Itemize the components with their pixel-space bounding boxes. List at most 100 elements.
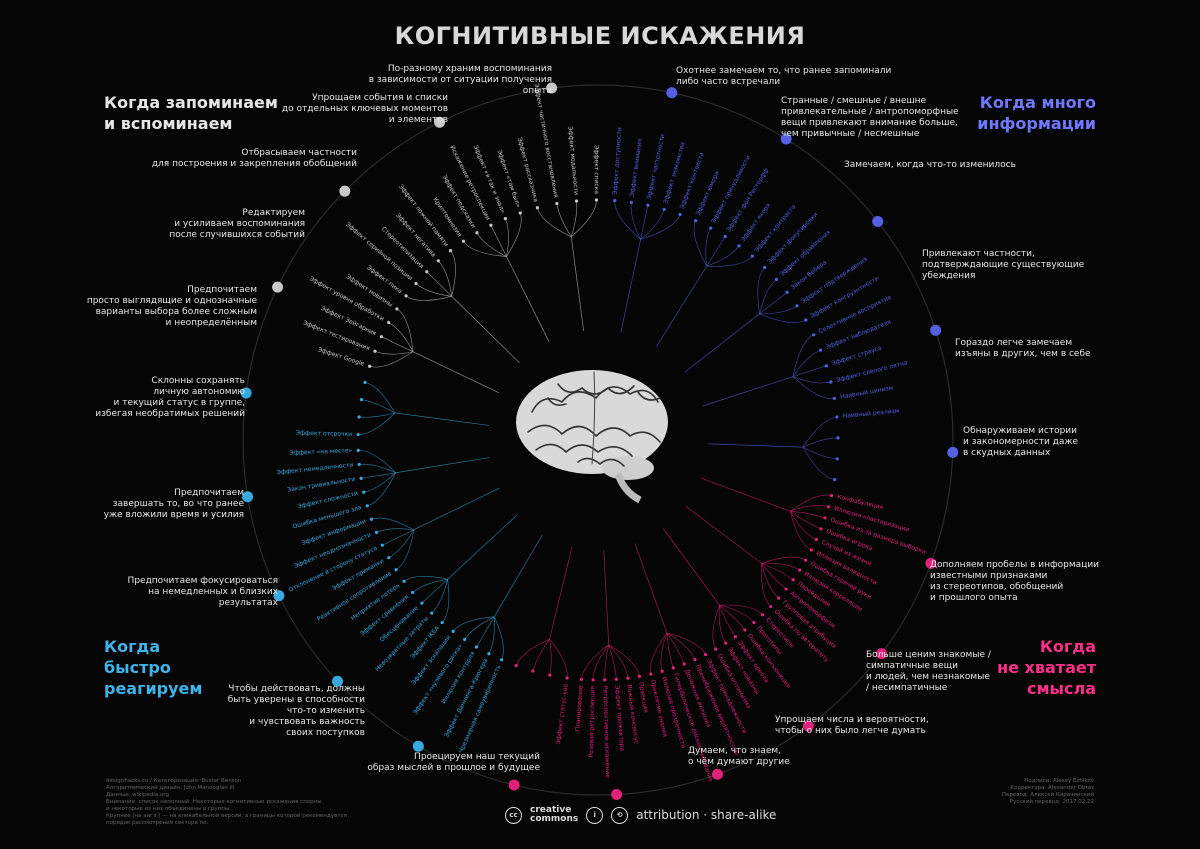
branch-spoke xyxy=(476,616,495,648)
group-dot-n2 xyxy=(339,185,351,197)
branch-spoke xyxy=(650,632,668,675)
branch-spoke xyxy=(395,529,415,570)
leaf-dot xyxy=(425,270,429,274)
branch-spoke xyxy=(476,232,507,257)
leaf-dot xyxy=(380,543,384,547)
leaf-dot xyxy=(760,613,765,617)
leaf-dot xyxy=(603,678,607,682)
branch-spoke xyxy=(493,616,504,660)
branch-spoke xyxy=(718,605,727,644)
leaf-dot xyxy=(451,629,455,633)
branch-spoke xyxy=(464,616,495,640)
branch-spoke xyxy=(706,245,740,267)
branch-spoke xyxy=(759,292,788,315)
bias-label: Эффект конгруэнтности xyxy=(809,275,880,320)
leaf-dot xyxy=(574,199,579,203)
group-note-n1: По-разному храним воспоминания в зависим… xyxy=(368,64,552,96)
brain-icon xyxy=(516,370,668,504)
branch-trunk xyxy=(707,443,803,448)
bias-label: Эффект прожектора xyxy=(613,685,625,752)
branch-spoke xyxy=(412,578,448,593)
leaf-dot xyxy=(703,652,708,657)
branch-spoke xyxy=(403,576,448,582)
group-dot-n5 xyxy=(412,740,424,752)
leaf-dot xyxy=(733,635,738,639)
leaf-dot xyxy=(362,490,366,494)
group-dot-n9 xyxy=(240,387,252,399)
bias-label: Эффект частичного восстановления xyxy=(532,83,559,199)
leaf-dot xyxy=(835,457,839,461)
branch-spoke xyxy=(452,616,495,632)
branch-spoke xyxy=(761,562,800,571)
branch-spoke xyxy=(532,639,550,672)
leaf-dot xyxy=(678,212,682,217)
branch-trunk xyxy=(451,296,520,364)
leaf-dot xyxy=(359,397,364,402)
bias-label: Наивный реализм xyxy=(843,408,900,420)
branch-spoke xyxy=(505,218,509,257)
branch-spoke xyxy=(374,350,414,355)
branch-spoke xyxy=(802,447,835,480)
leaf-dot xyxy=(660,669,664,673)
leaf-dot xyxy=(613,198,617,203)
leaf-dot xyxy=(555,201,559,206)
branch-spoke xyxy=(666,632,696,660)
leaf-dot xyxy=(812,333,816,337)
bias-label: Эффект списка xyxy=(593,145,600,194)
leaf-dot xyxy=(474,645,479,649)
bias-label: Эффект причудливости xyxy=(710,154,752,224)
branch-spoke xyxy=(571,200,597,237)
bias-label: Иллюзия контроля xyxy=(440,650,476,705)
group-note-n9: Чтобы действовать, должны быть уверены в… xyxy=(227,684,365,738)
leaf-dot xyxy=(724,641,728,645)
branch-spoke xyxy=(490,225,507,257)
branch-spoke xyxy=(604,644,610,680)
branch-spoke xyxy=(666,633,674,668)
leaf-dot xyxy=(548,673,552,677)
leaf-dot xyxy=(743,628,747,632)
branch-spoke xyxy=(719,604,755,623)
branch-spoke xyxy=(666,632,706,655)
leaf-dot xyxy=(763,265,767,269)
leaf-dot xyxy=(440,620,444,625)
quadrant-title-meaning: Когда не хватает смысла xyxy=(997,637,1096,698)
group-dot-n18 xyxy=(872,215,884,227)
leaf-dot xyxy=(357,415,361,419)
leaf-dot xyxy=(646,203,650,207)
leaf-dot xyxy=(420,601,424,605)
leaf-dot xyxy=(369,517,374,521)
branch-spoke xyxy=(761,563,794,580)
bias-label: Эффект обрамления xyxy=(778,229,832,278)
branch-spoke xyxy=(719,604,746,631)
leaf-dot xyxy=(804,558,808,562)
branch-trunk xyxy=(493,534,543,617)
credits-right: Подписи: Alexey Ezhikov Корректура: Alex… xyxy=(1001,778,1094,805)
branch-spoke xyxy=(614,200,641,240)
group-dot-n7 xyxy=(273,590,285,602)
leaf-dot xyxy=(394,568,398,572)
bias-label: Эффект модальности xyxy=(566,126,579,195)
branch-spoke xyxy=(790,494,832,512)
group-dot-n12 xyxy=(802,720,814,732)
group-note-n13: Больше ценим знакомые / симпатичные вещи… xyxy=(866,650,991,693)
branch-spoke xyxy=(608,644,617,680)
group-dot-n10 xyxy=(925,557,937,569)
branch-spoke xyxy=(581,644,609,680)
group-note-n10: Проецируем наш текущий образ мыслей в пр… xyxy=(367,752,540,773)
bias-label: Эффект неоднозначности xyxy=(293,531,372,569)
bias-label: Ретроспективное искажение xyxy=(601,686,611,779)
leaf-dot xyxy=(414,281,418,286)
branch-spoke xyxy=(761,556,806,564)
leaf-dot xyxy=(356,432,360,437)
branch-spoke xyxy=(660,632,668,672)
leaf-dot xyxy=(594,198,599,202)
bias-label: Эффект отсрочки xyxy=(296,430,352,438)
leaf-dot xyxy=(614,677,618,681)
group-dot-n20 xyxy=(947,446,959,458)
bias-label: Эффект фон Ресторфф xyxy=(725,167,770,233)
branch-spoke xyxy=(556,203,572,237)
group-dot-n13 xyxy=(711,768,723,780)
branch-spoke xyxy=(792,334,814,377)
branch-spoke xyxy=(359,463,396,474)
